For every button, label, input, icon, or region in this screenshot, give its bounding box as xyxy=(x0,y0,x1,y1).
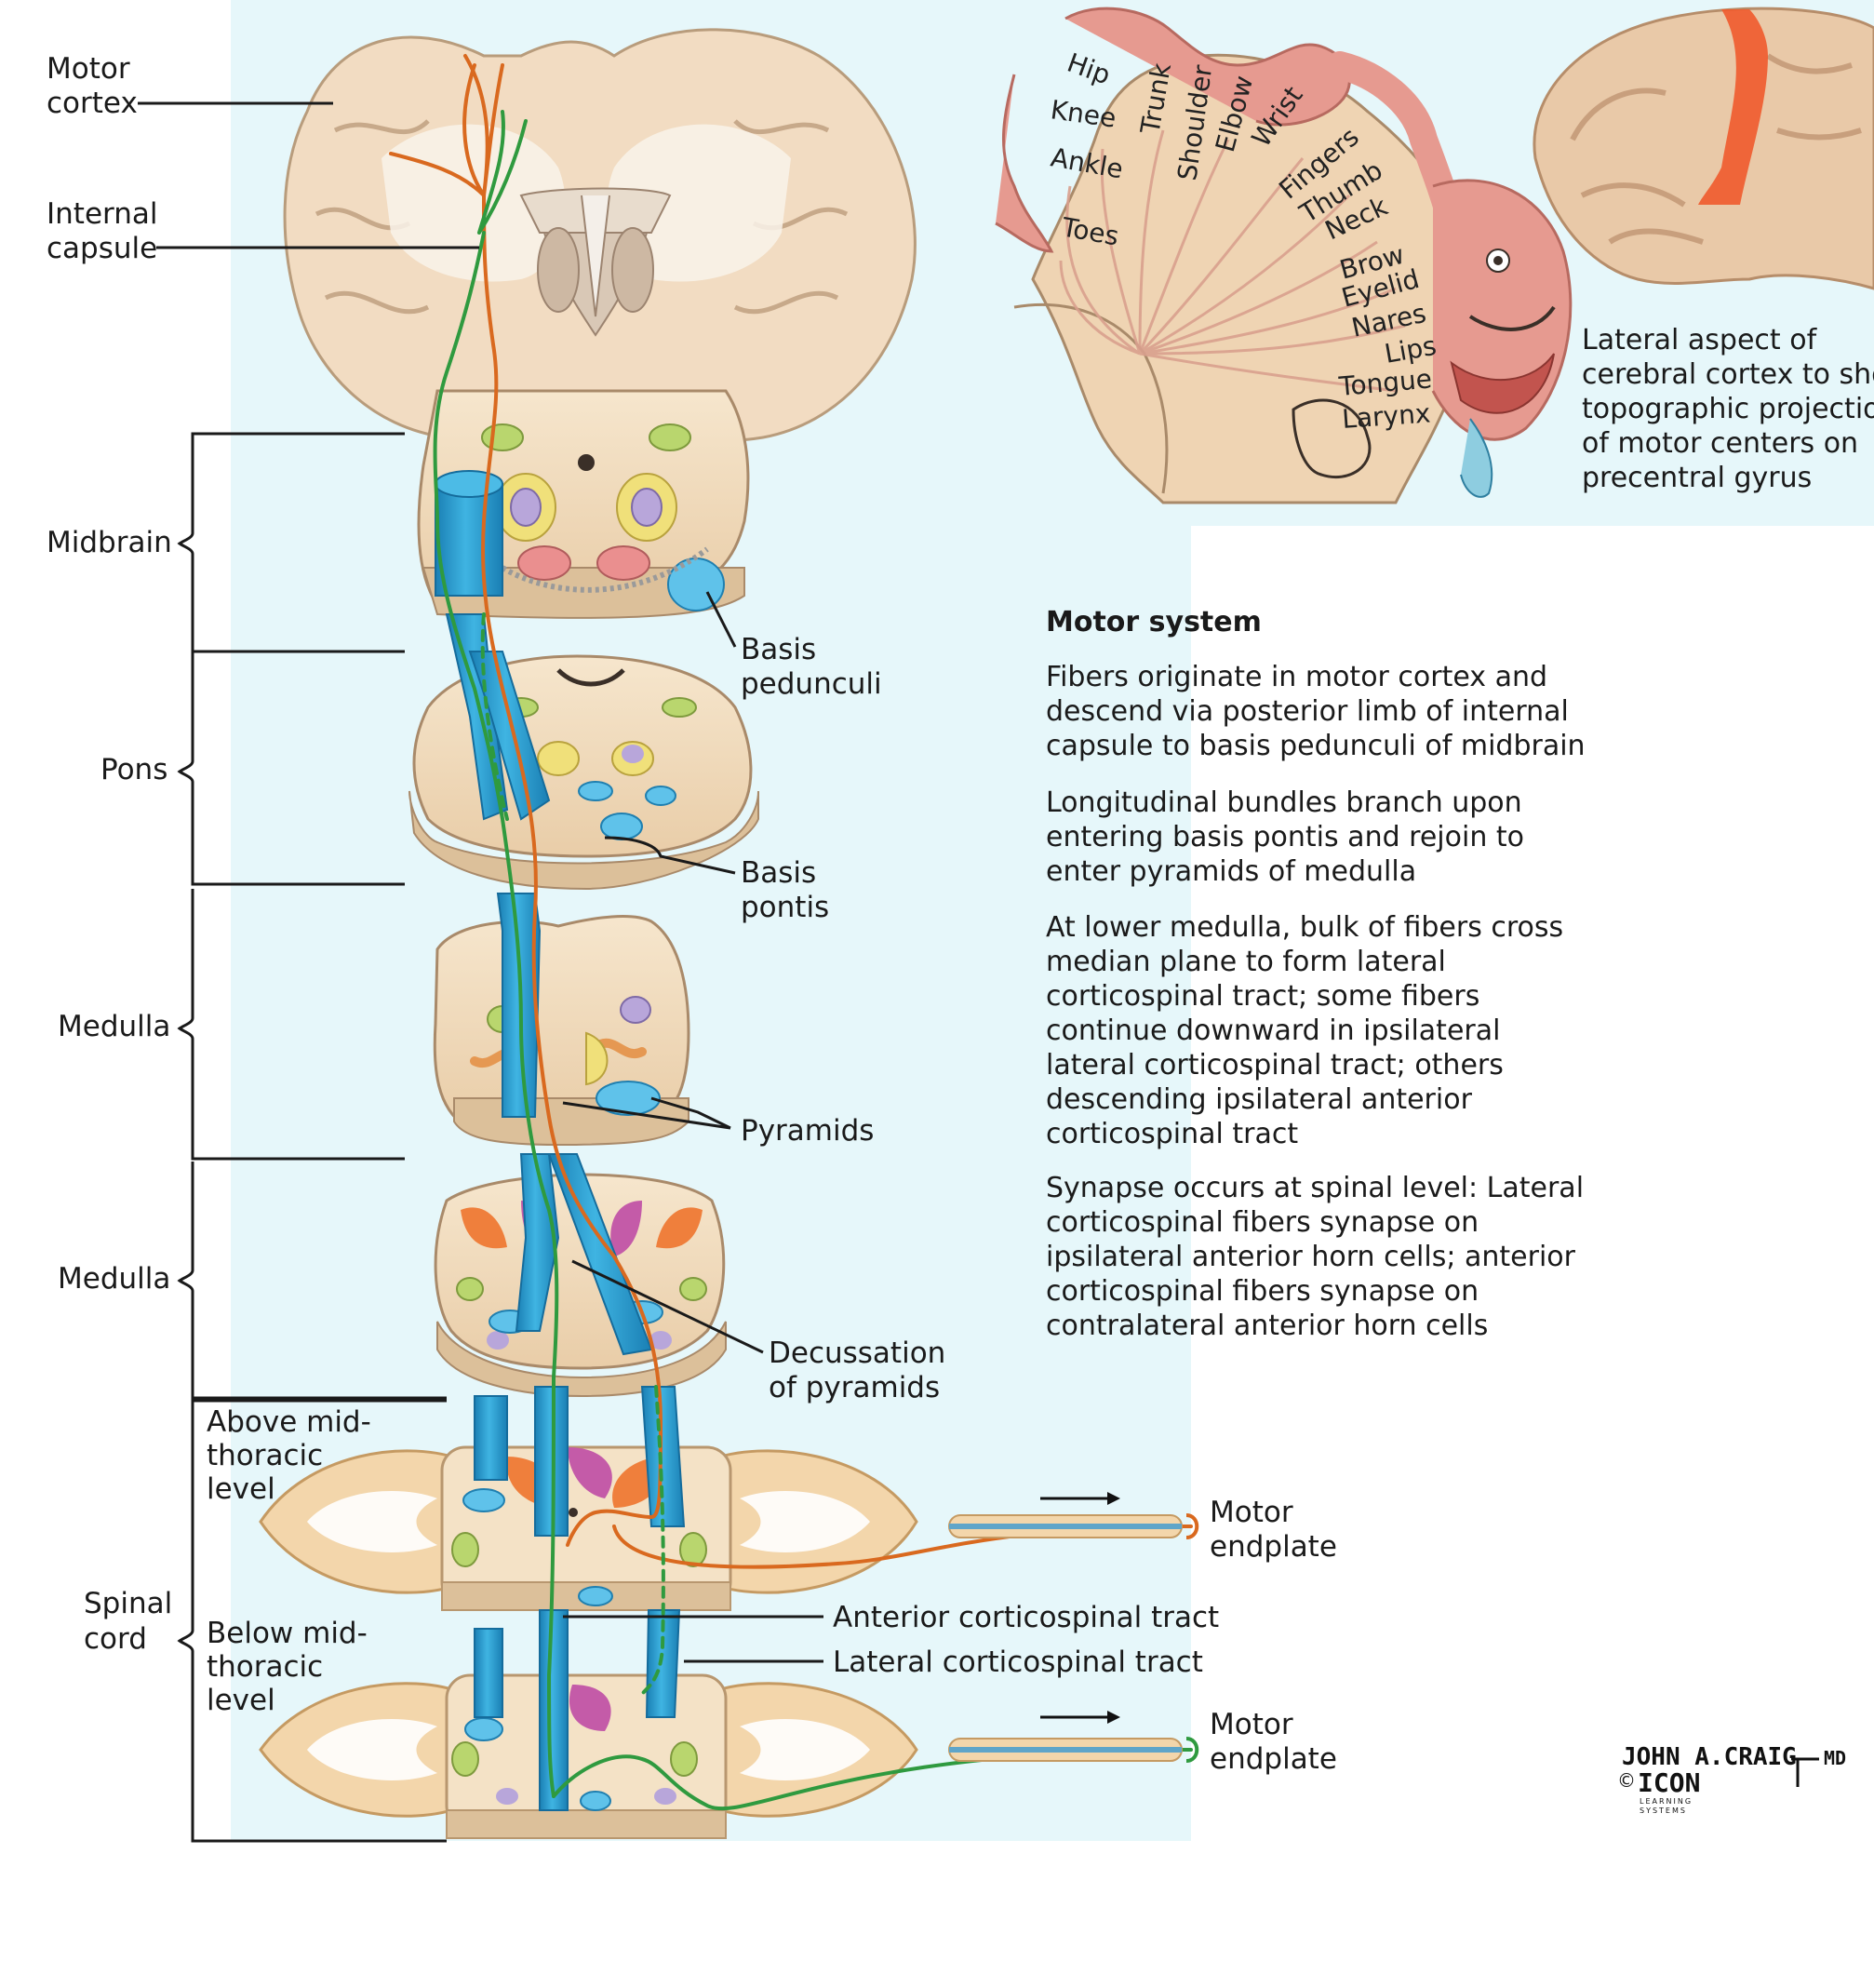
medulla-lower-label: Medulla xyxy=(58,1262,170,1296)
lateral-cerebral-cortex xyxy=(1533,7,1874,290)
lateral-aspect-caption: Lateral aspect of cerebral cortex to sho… xyxy=(1582,324,1874,494)
signature-artist: JOHN A.CRAIG xyxy=(1622,1743,1797,1771)
upper-medulla-slab xyxy=(433,915,690,1147)
motor-system-description: Motor system Fibers originate in motor c… xyxy=(1046,606,1593,1342)
signature-logo-sub-1: LEARNING xyxy=(1640,1797,1693,1806)
motor-system-heading: Motor system xyxy=(1046,606,1262,638)
midbrain-label: Midbrain xyxy=(47,526,172,559)
homunculus-label-larynx: Larynx xyxy=(1341,397,1431,435)
green-fiber-path xyxy=(433,110,1193,1811)
pyramids-label: Pyramids xyxy=(741,1114,874,1148)
signature-suffix: MD xyxy=(1824,1747,1846,1769)
lateral-corticospinal-tract-label: Lateral corticospinal tract xyxy=(833,1645,1203,1679)
motor-system-paragraph-4: Synapse occurs at spinal level: Lateral … xyxy=(1046,1172,1593,1342)
signature-logo: ICON xyxy=(1638,1767,1700,1798)
spinal-cord-lower-section xyxy=(259,1673,918,1839)
motor-endplate-upper xyxy=(948,1492,1199,1539)
motor-system-paragraph-1: Fibers originate in motor cortex and des… xyxy=(1046,661,1586,762)
motor-system-paragraph-3: At lower medulla, bulk of fibers cross m… xyxy=(1046,911,1573,1150)
pons-slab xyxy=(408,654,759,891)
signature-logo-sub-2: SYSTEMS xyxy=(1640,1807,1687,1815)
motor-system-paragraph-2: Longitudinal bundles branch upon enterin… xyxy=(1046,786,1533,888)
pons-label: Pons xyxy=(100,753,167,786)
motor-homunculus xyxy=(995,7,1573,504)
spinal-cord-upper-section xyxy=(259,1445,918,1611)
artist-signature: JOHN A.CRAIG MD © ICON LEARNING SYSTEMS xyxy=(1617,1743,1846,1815)
signature-copyright: © xyxy=(1617,1769,1636,1792)
medulla-upper-label: Medulla xyxy=(58,1010,170,1043)
corticospinal-tract-columns xyxy=(435,470,686,1811)
leader-lines xyxy=(138,101,823,1843)
coronal-brain-section xyxy=(283,28,917,443)
anterior-corticospinal-tract-label: Anterior corticospinal tract xyxy=(833,1601,1219,1634)
motor-endplate-lower xyxy=(948,1711,1199,1763)
